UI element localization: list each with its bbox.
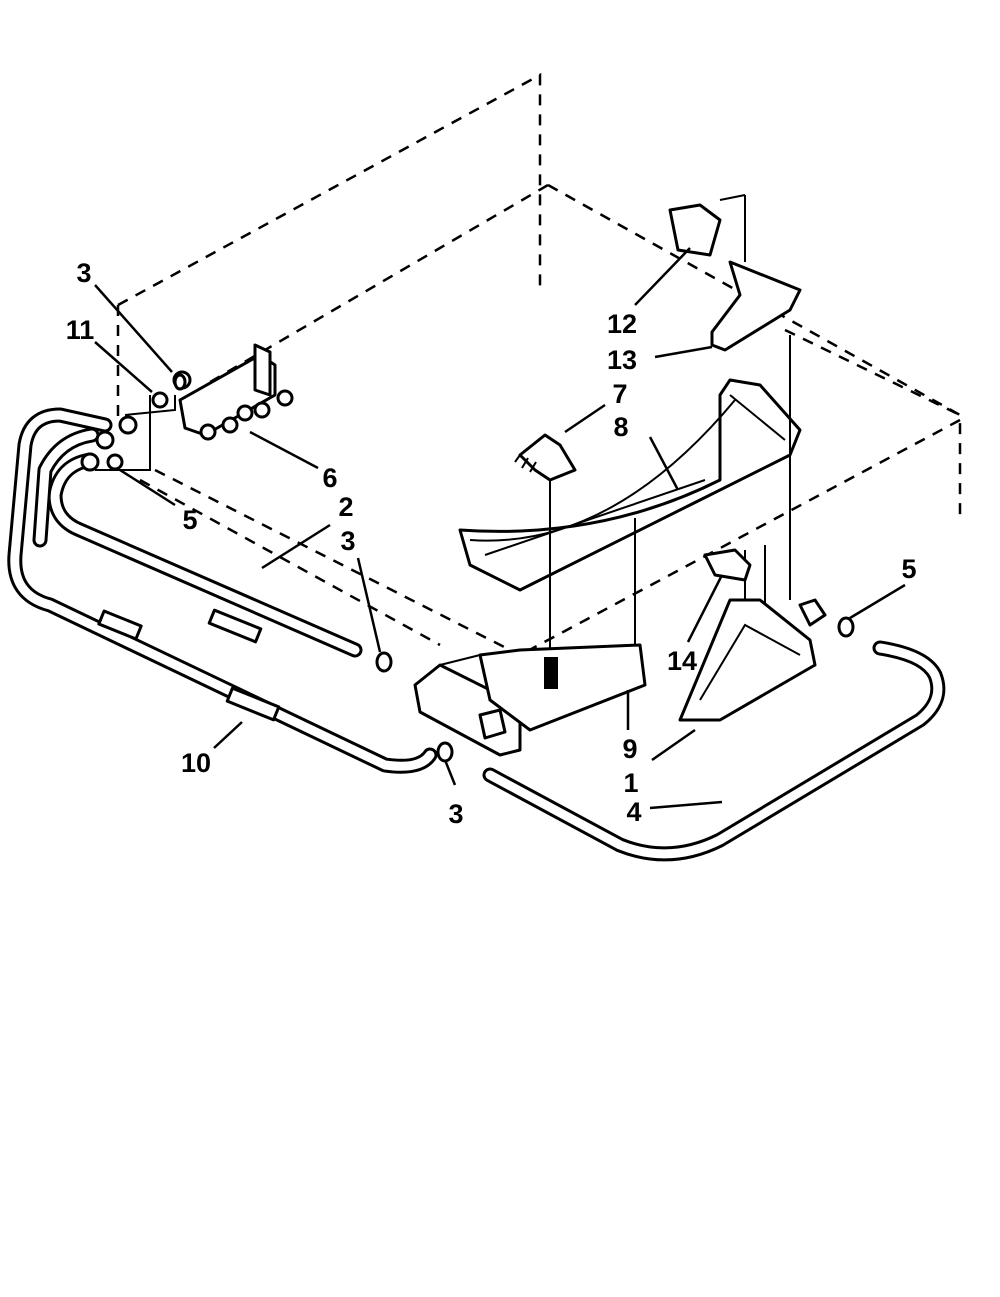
callout-5-left: 5 [182,505,197,535]
valve-bracket [80,343,294,472]
callout-1: 1 [623,768,638,798]
callout-2: 2 [338,492,353,522]
callout-14: 14 [667,646,697,676]
callout-4: 4 [626,797,641,827]
callout-11: 11 [66,315,95,345]
callout-12: 12 [607,309,637,339]
callout-7: 7 [612,379,627,409]
callout-3-mid: 3 [340,526,355,556]
callout-8: 8 [613,412,628,442]
upper-right-bracket [668,194,802,352]
water-tube-outer [7,407,438,774]
callout-9: 9 [622,734,637,764]
callout-10: 10 [181,748,211,778]
callout-13: 13 [607,345,637,375]
callout-labels: 3 11 6 5 2 3 12 13 7 8 5 14 9 1 10 3 4 [66,258,917,829]
washer-rings [173,373,855,763]
lower-housing [413,643,647,757]
water-tube-inner [32,427,363,658]
callout-5-right: 5 [901,554,916,584]
lower-right-housing [678,548,827,722]
callout-3-bottom: 3 [448,799,463,829]
water-tube-lower [482,640,946,862]
callout-3-top: 3 [76,258,91,288]
leader-lines [94,247,906,810]
clip-part [514,433,577,482]
callout-6: 6 [322,463,337,493]
